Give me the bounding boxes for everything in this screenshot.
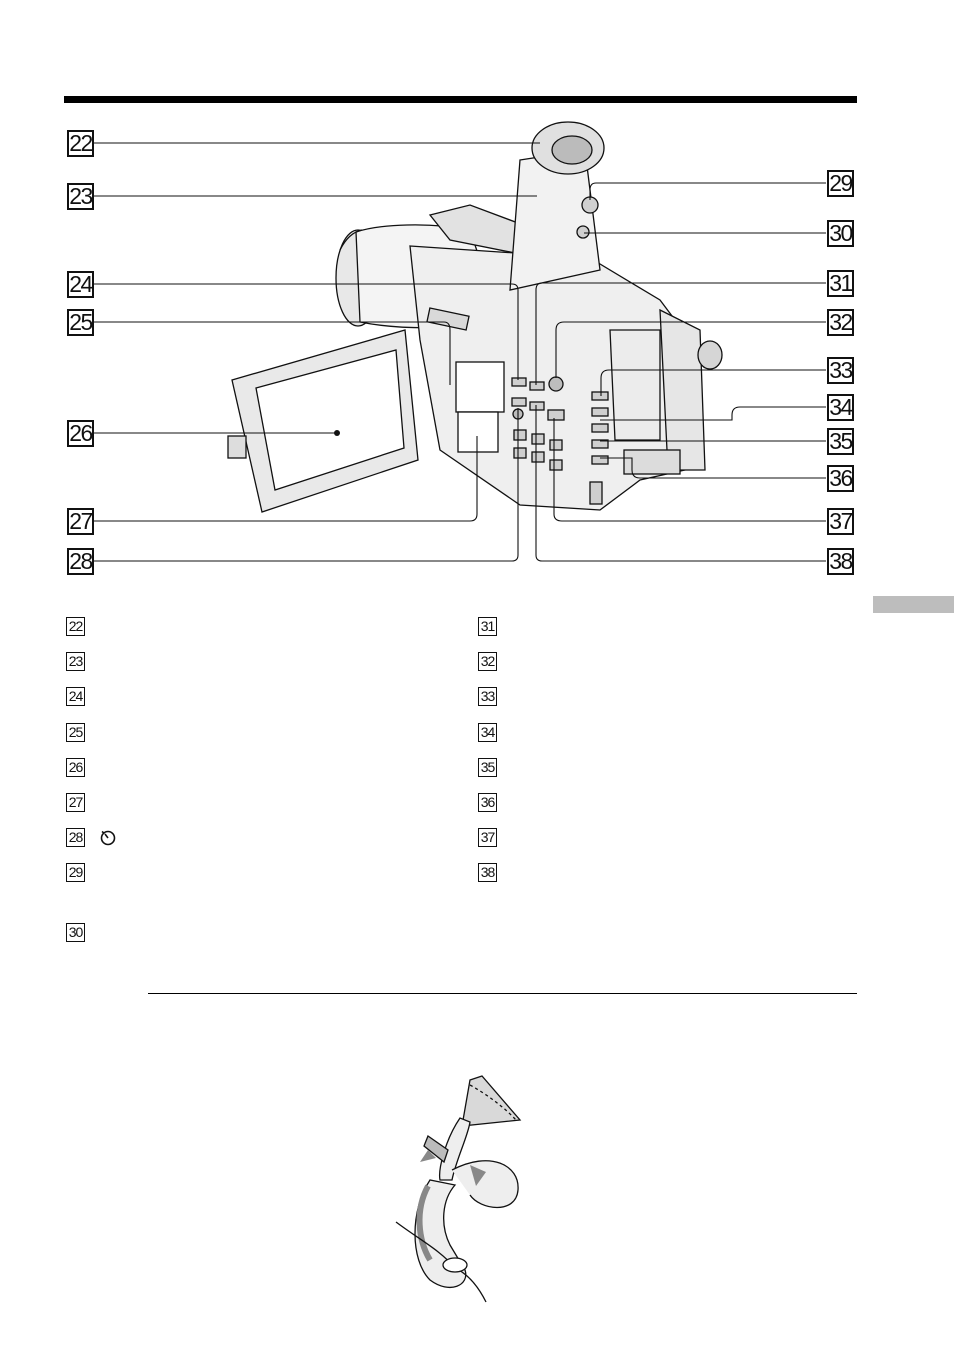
legend-number: 29 bbox=[66, 862, 85, 882]
legend-item: 34 bbox=[478, 722, 497, 742]
legend-item: 35 bbox=[478, 757, 497, 777]
legend-number: 35 bbox=[478, 757, 497, 777]
callout-30: 30 bbox=[827, 220, 854, 247]
callout-23: 23 bbox=[67, 183, 94, 210]
legend-number: 33 bbox=[478, 686, 497, 706]
callout-29: 29 bbox=[827, 170, 854, 197]
section-side-tab bbox=[873, 596, 954, 613]
legend-number: 27 bbox=[66, 792, 85, 812]
callout-31: 31 bbox=[827, 270, 854, 297]
legend-item: 33 bbox=[478, 686, 497, 706]
legend-item: 32 bbox=[478, 651, 497, 671]
legend-item: 38 bbox=[478, 862, 497, 882]
legend-number: 31 bbox=[478, 616, 497, 636]
callout-36: 36 bbox=[827, 465, 854, 492]
legend-number: 28 bbox=[66, 827, 85, 847]
legend-item: 37 bbox=[478, 827, 497, 847]
legend-item: 24 bbox=[66, 686, 85, 706]
legend-item: 27 bbox=[66, 792, 85, 812]
self-timer-icon bbox=[100, 830, 116, 846]
legend-item: 26 bbox=[66, 757, 85, 777]
callout-37: 37 bbox=[827, 508, 854, 535]
callout-34: 34 bbox=[827, 394, 854, 421]
callout-22: 22 bbox=[67, 130, 94, 157]
legend-item: 31 bbox=[478, 616, 497, 636]
callout-33: 33 bbox=[827, 357, 854, 384]
legend-item: 25 bbox=[66, 722, 85, 742]
legend-number: 24 bbox=[66, 686, 85, 706]
callout-25: 25 bbox=[67, 309, 94, 336]
callout-28: 28 bbox=[67, 548, 94, 575]
legend-number: 36 bbox=[478, 792, 497, 812]
callout-24: 24 bbox=[67, 271, 94, 298]
legend-number: 26 bbox=[66, 757, 85, 777]
legend-item: 22 bbox=[66, 616, 85, 636]
legend-number: 23 bbox=[66, 651, 85, 671]
legend-item: 28 bbox=[66, 827, 117, 847]
legend-number: 34 bbox=[478, 722, 497, 742]
legend-number: 30 bbox=[66, 922, 85, 942]
legend-item: 23 bbox=[66, 651, 85, 671]
legend-number: 32 bbox=[478, 651, 497, 671]
legend-item: 29 bbox=[66, 862, 85, 882]
callout-35: 35 bbox=[827, 428, 854, 455]
callout-38: 38 bbox=[827, 548, 854, 575]
callout-26: 26 bbox=[67, 420, 94, 447]
callout-27: 27 bbox=[67, 508, 94, 535]
page-top-rule bbox=[64, 96, 857, 103]
legend-item: 36 bbox=[478, 792, 497, 812]
legend-item: 30 bbox=[66, 922, 85, 942]
legend-number: 38 bbox=[478, 862, 497, 882]
section-divider-rule bbox=[148, 993, 857, 994]
legend-number: 25 bbox=[66, 722, 85, 742]
legend-number: 37 bbox=[478, 827, 497, 847]
strap-illustration bbox=[395, 1075, 522, 1303]
legend-number: 22 bbox=[66, 616, 85, 636]
callout-32: 32 bbox=[827, 309, 854, 336]
